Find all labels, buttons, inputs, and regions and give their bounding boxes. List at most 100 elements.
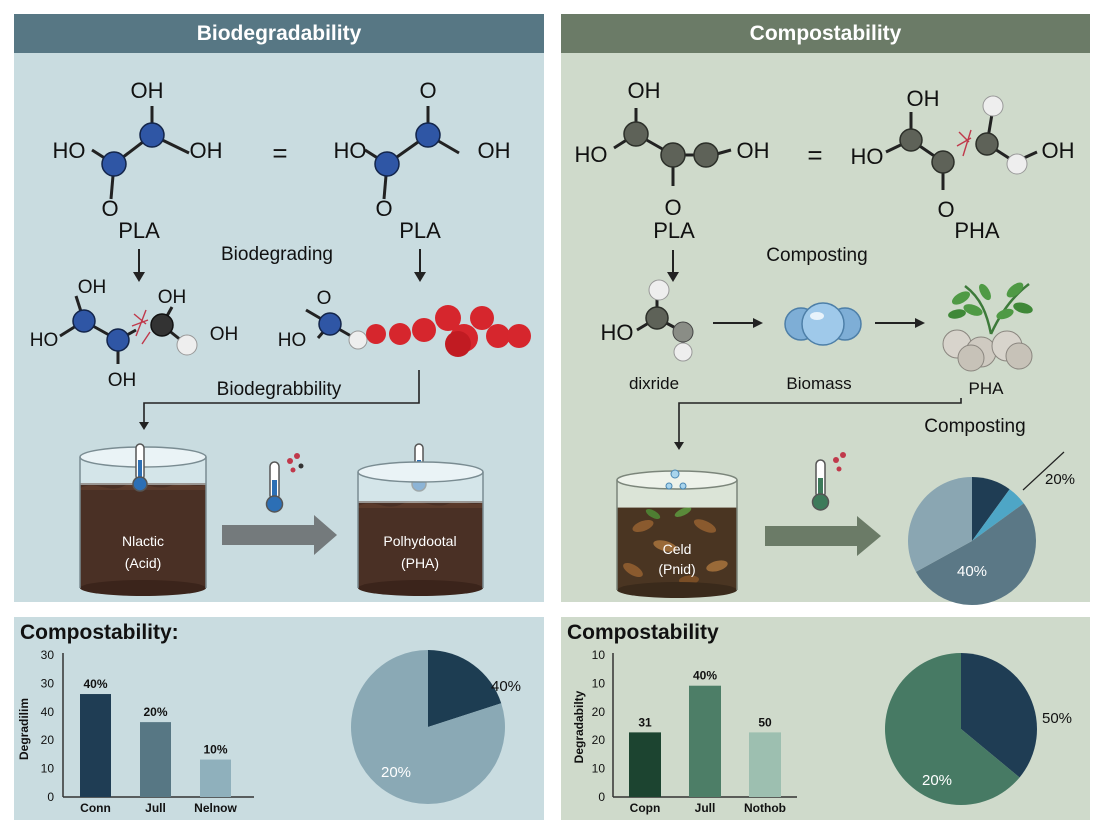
chart-title: Compostability: [20,621,179,644]
compostability-diagram: OH HO OH O = OH HO OH O [575,78,1075,606]
y-tick-label: 0 [598,790,605,804]
y-axis-label: Degradabilty [572,690,586,763]
y-tick-label: 20 [41,733,55,747]
biodegrabbility-label: Biodegrabbility [217,379,342,400]
comp-mol2-bottom-label: O [937,197,954,222]
pie-label-dark: 40% [491,678,521,695]
y-tick-label: 30 [41,648,55,662]
biomass-icon [784,302,862,346]
biomass-label: Biomass [786,374,851,393]
process-arrow-icon [765,516,881,556]
bar-data-label: 20% [143,705,167,719]
y-tick-label: 10 [41,762,55,776]
composting-label: Composting [766,245,867,266]
pie-slice-3 [908,477,972,572]
mol3-left-label: HO [30,330,59,351]
y-tick-label: 30 [41,676,55,690]
thermometer-icon [132,443,148,492]
pie-slice-0 [972,477,1010,541]
pla-molecule: OH HO OH O [575,78,770,220]
compost-vessel-line2: (Pnid) [658,561,695,577]
comp-pla-label: PLA [653,218,695,243]
dixride-label: dixride [629,374,679,393]
x-tick-label: Nothob [744,801,786,815]
flow-arrow-icon [139,370,420,430]
bar-conn [80,694,111,797]
y-tick-label: 10 [592,762,606,776]
mol3-right-label: OH [210,324,239,345]
pie-slice-2 [915,503,1036,606]
pie-label-40: 40% [957,563,987,580]
x-tick-label: Copn [630,801,661,815]
bar-data-label: 10% [203,743,227,757]
pla-molecule-left: OH HO OH O [53,78,223,221]
y-tick-label: 10 [592,648,606,662]
y-tick-label: 20 [592,705,606,719]
pie-label-20: 20% [1045,471,1075,488]
mol2-right-label: OH [478,138,511,163]
right-arrow-icon [875,318,925,328]
compost-vessel-line1: Celd [663,541,692,557]
vessel-left-line2: (Acid) [125,555,162,571]
pla-label-right: PLA [399,218,441,243]
equals-sign: = [272,138,287,168]
pie-slice-0 [428,650,502,727]
process-arrow-icon [222,515,337,555]
x-tick-label: Jull [145,801,166,815]
mol3-top2-label: OH [158,287,187,308]
polymer-chain: O HO [278,288,531,357]
vessel-right-line2: (PHA) [401,555,439,571]
comp-mol2-right-label: OH [1042,138,1075,163]
pla-label-left: PLA [118,218,160,243]
mol4-top-label: O [317,288,332,309]
mol1-top-label: OH [131,78,164,103]
bar-nothob [749,732,781,797]
mol2-bottom-label: O [375,196,392,221]
bar-nelnow [200,759,231,797]
biodegradability-header: Biodegradability [14,14,544,53]
pha-stage-label: PHA [969,379,1005,398]
vessel-left-line1: Nlactic [122,533,164,549]
pha-molecule: OH HO OH O [851,86,1075,222]
comp-equals-sign: = [807,140,822,170]
y-tick-label: 0 [47,790,54,804]
flow-arrow-icon [674,398,962,450]
comp-mol1-left-label: HO [575,142,608,167]
degrading-molecule: OH HO OH OH OH [30,277,239,391]
y-tick-label: 20 [592,733,606,747]
comp-mol2-left-label: HO [851,144,884,169]
dioxide-molecule: HO [601,279,694,362]
compost-vessel: Celd (Pnid) [616,469,738,598]
bar-data-label: 40% [83,677,107,691]
pie-slice-0 [961,653,1037,778]
mol3-top-label: OH [78,277,107,298]
bar-data-label: 31 [638,715,652,729]
pie-slice-1 [351,650,505,804]
bar-jull [689,685,721,797]
vessel-right: Polhydootal (PHA) [357,461,484,596]
x-tick-label: Jull [695,801,716,815]
biodegrading-label: Biodegrading [221,244,333,265]
mol1-bottom-label: O [101,196,118,221]
pla-molecule-right: O HO OH O [334,78,511,221]
mol3-bottom-label: OH [108,370,137,391]
thermometer-icon [811,452,846,511]
pie-slice-1 [885,653,1020,805]
comp-mol1-bottom-label: O [664,195,681,220]
vessel-right-line1: Polhydootal [383,533,456,549]
pie-label-dark: 50% [1042,710,1072,727]
comp-mol1-top-label: OH [628,78,661,103]
mol1-right-label: OH [190,138,223,163]
plant-icon [942,282,1033,372]
y-tick-label: 40 [41,705,55,719]
pie-slice-1 [972,489,1024,541]
biodegradability-panel: Biodegradability OH HO OH O = O HO [14,14,544,602]
down-arrow-icon [667,250,679,282]
compostability-header: Compostability [561,14,1090,53]
pie-label-light: 20% [922,772,952,789]
bar-data-label: 40% [693,669,717,683]
down-arrow-icon [133,249,426,282]
compostability-panel: Compostability OH HO OH O = [561,14,1090,606]
